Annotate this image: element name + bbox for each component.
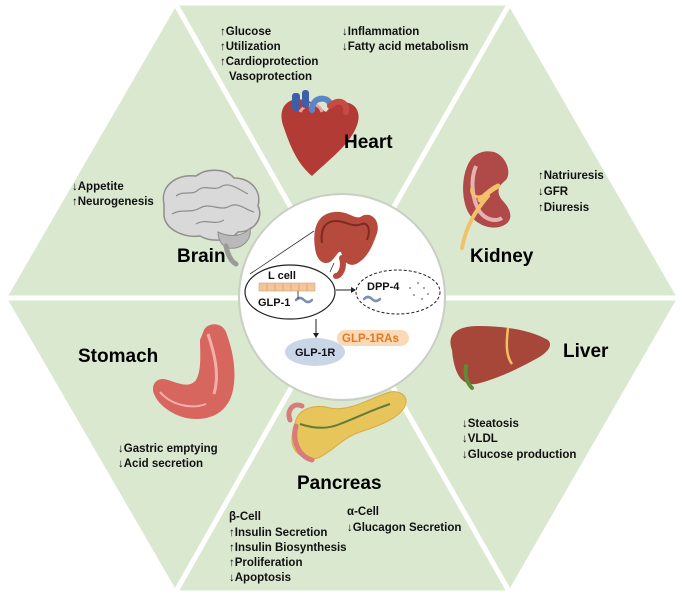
stomach-effect: ↓Acid secretion (118, 458, 203, 470)
kidney-effect: ↑Natriuresis (538, 170, 604, 182)
liver-effect: ↓Steatosis (462, 418, 519, 430)
glp1r-receptor (285, 338, 345, 366)
heart-effect: ↓Fatty acid metabolism (342, 41, 469, 53)
kidney-effect: ↑Diuresis (538, 202, 589, 214)
heart-effect: ↓Inflammation (342, 26, 419, 38)
center-panel: L cell GLP-1 DPP-4 GLP-1RAs (238, 193, 446, 401)
liver-section: Liver ↓Steatosis ↓VLDL ↓Glucose producti… (450, 326, 609, 461)
beta-cell-effect: ↑Insulin Biosynthesis (229, 542, 347, 554)
colon-icon (314, 211, 378, 279)
segment-brain (0, 0, 347, 301)
heart-icon (281, 90, 359, 176)
glp1r-label: GLP-1R (295, 347, 335, 359)
pancreas-section: Pancreas β-Cell ↑Insulin Secretion ↑Insu… (229, 391, 461, 584)
kidney-label: Kidney (470, 246, 534, 267)
heart-section: ↑Glucose ↑Utilization ↑Cardioprotection … (220, 26, 469, 176)
fragment-dots-icon (409, 282, 429, 300)
beta-cell-title: β-Cell (229, 511, 261, 523)
kidney-section: ↑Natriuresis ↓GFR ↑Diuresis Kidney (460, 151, 604, 267)
glp1ras-badge (337, 330, 409, 346)
alpha-cell-title: α-Cell (347, 506, 379, 518)
liver-label: Liver (563, 341, 609, 362)
kidney-effect: ↓GFR (538, 186, 569, 198)
heart-effect: ↑Utilization (220, 41, 281, 53)
degraded-peptide-icon (362, 295, 382, 303)
glp1-label: GLP-1 (258, 297, 290, 309)
glp1ras-label: GLP-1RAs (342, 333, 399, 345)
pancreas-icon (286, 391, 407, 463)
beta-cell-effect: ↓Apoptosis (229, 572, 291, 584)
stomach-section: Stomach ↓Gastric emptying ↓Acid secretio… (78, 324, 235, 470)
kidney-icon (460, 151, 511, 250)
alpha-cell-effect: ↓Glucagon Secretion (347, 522, 461, 534)
arrow-to-glp1r-head (313, 333, 319, 338)
stomach-label: Stomach (78, 346, 158, 367)
heart-effect: Vasoprotection (229, 71, 312, 83)
l-cell-ellipse (244, 264, 336, 320)
liver-effect: ↓Glucose production (462, 449, 576, 461)
brain-label: Brain (177, 246, 226, 267)
beta-cell-effect: ↑Insulin Secretion (229, 527, 327, 539)
stomach-icon (152, 324, 235, 419)
liver-effect: ↓VLDL (462, 433, 498, 445)
heart-effect: ↑Cardioprotection (220, 56, 318, 68)
stomach-effect: ↓Gastric emptying (118, 443, 218, 455)
l-cell-label: L cell (268, 270, 296, 282)
heart-effect: ↑Glucose (220, 26, 271, 38)
arrow-to-dpp4-head (351, 287, 356, 293)
pancreas-label: Pancreas (297, 473, 382, 494)
brain-effect: ↓Appetite (72, 181, 124, 193)
brain-section: ↓Appetite ↑Neurogenesis Brain (72, 169, 261, 267)
dpp4-ellipse (355, 269, 441, 315)
heart-label: Heart (344, 132, 393, 153)
beta-cell-effect: ↑Proliferation (229, 557, 302, 569)
dpp4-label: DPP-4 (367, 281, 400, 293)
pointer-line-left (249, 230, 315, 275)
brain-effect: ↑Neurogenesis (72, 196, 154, 208)
cell-row-icon (258, 282, 316, 292)
liver-icon (450, 326, 551, 390)
pointer-line-right (329, 262, 335, 273)
brain-icon (162, 169, 261, 267)
